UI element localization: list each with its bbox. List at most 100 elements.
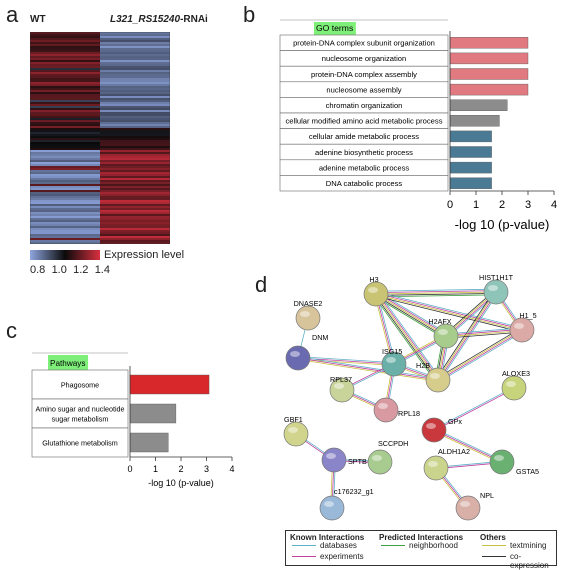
heatmap-cell [30, 54, 100, 57]
network-node[interactable] [363, 281, 389, 307]
bar [449, 68, 529, 80]
network-edge [298, 356, 395, 364]
network-edge [445, 327, 522, 335]
bar [449, 130, 492, 143]
heatmap-cell [30, 56, 100, 59]
heatmap-cell [100, 224, 170, 227]
network-edge [375, 293, 447, 337]
network-node[interactable] [501, 375, 527, 401]
network-node[interactable] [433, 323, 459, 349]
heatmap-cell [30, 242, 100, 244]
heatmap-cell [100, 116, 170, 119]
network-node[interactable] [319, 495, 345, 521]
x-tick-label: 1 [153, 464, 158, 474]
heatmap-cell [100, 92, 170, 95]
network-edge [376, 291, 523, 329]
network-edge [375, 293, 439, 381]
legend-label-databases: databases [320, 541, 357, 550]
x-tick-label: 0 [127, 464, 132, 474]
heatmap-cell [30, 80, 100, 83]
panel-letter-c: c [6, 318, 17, 343]
heatmap-cell [30, 174, 100, 177]
heatmap-cell [30, 112, 100, 115]
heatmap-cell [100, 110, 170, 113]
heatmap-cell [30, 126, 100, 129]
heatmap-cell [100, 136, 170, 139]
heatmap-cell [30, 172, 100, 175]
heatmap-cell [30, 144, 100, 147]
heatmap-cell [100, 184, 170, 187]
heatmap-cell [100, 32, 170, 35]
bar [129, 374, 210, 395]
heatmap-cell [100, 50, 170, 53]
heatmap-cell [30, 88, 100, 91]
heatmap-cell [30, 186, 100, 189]
heatmap-cell [30, 180, 100, 183]
network-node[interactable] [421, 417, 447, 443]
heatmap-cell [100, 160, 170, 163]
network-node[interactable] [329, 377, 355, 403]
network-edge [445, 328, 522, 336]
heatmap-cell [30, 102, 100, 105]
heatmap-col-rnai-label: L321_RS15240-RNAi [110, 14, 208, 25]
heatmap-cell [30, 52, 100, 55]
heatmap-cell [100, 148, 170, 151]
network-node[interactable] [373, 397, 399, 423]
heatmap-cell [30, 60, 100, 63]
network-node[interactable] [367, 449, 393, 475]
heatmap-cell [100, 142, 170, 145]
heatmap-cell [30, 116, 100, 119]
network-node[interactable] [283, 421, 309, 447]
bar [449, 83, 529, 96]
legend-label-neighborhood: neighborhood [409, 541, 458, 550]
chart-header: GO terms [316, 23, 353, 33]
category-label: cellular modified amino acid metabolic p… [285, 117, 442, 126]
network-node[interactable] [381, 351, 407, 377]
heatmap-cell [100, 202, 170, 205]
network-node[interactable] [483, 279, 509, 305]
heatmap-cell [30, 234, 100, 237]
heatmap-cell [30, 68, 100, 71]
heatmap-cell [100, 108, 170, 111]
heatmap-cell [100, 138, 170, 141]
network-edge [438, 330, 523, 381]
heatmap-cell [30, 100, 100, 103]
heatmap-cell [100, 218, 170, 221]
chart-header: Pathways [50, 359, 86, 368]
network-node[interactable] [285, 345, 311, 371]
heatmap-cell [30, 220, 100, 223]
legend-line-neighborhood [381, 545, 405, 546]
network-node[interactable] [321, 447, 347, 473]
heatmap-cell [30, 158, 100, 161]
category-label: nucleosome organization [322, 54, 406, 63]
bar [449, 99, 508, 111]
heatmap-cell [30, 198, 100, 201]
heatmap-cell [100, 102, 170, 105]
legend-label-coexpression: co-expression [510, 552, 549, 570]
network-node[interactable] [425, 367, 451, 393]
network-node-label: ALOXE3 [502, 369, 530, 378]
x-tick-label: 3 [204, 464, 209, 474]
network-node[interactable] [455, 495, 481, 521]
heatmap-cell [100, 204, 170, 207]
network-edge [374, 294, 438, 382]
network-node[interactable] [489, 449, 515, 475]
legend-predicted-title: Predicted Interactions [379, 533, 464, 542]
heatmap-cell [30, 114, 100, 117]
heatmap-cell [30, 182, 100, 185]
heatmap-cell [100, 198, 170, 201]
heatmap-cell [30, 66, 100, 69]
network-node[interactable] [509, 317, 535, 343]
network-node[interactable] [423, 455, 449, 481]
network-edge [376, 292, 440, 380]
heatmap-cell [100, 88, 170, 91]
heatmap-cell [30, 212, 100, 215]
network-edge [297, 357, 439, 381]
heatmap-cell [30, 138, 100, 141]
heatmap-cell [30, 210, 100, 213]
network-node-label: GBF1 [284, 415, 303, 424]
header-highlight [48, 355, 89, 370]
network-node[interactable] [295, 305, 321, 331]
heatmap-cell [30, 96, 100, 99]
heatmap-cell [100, 134, 170, 137]
